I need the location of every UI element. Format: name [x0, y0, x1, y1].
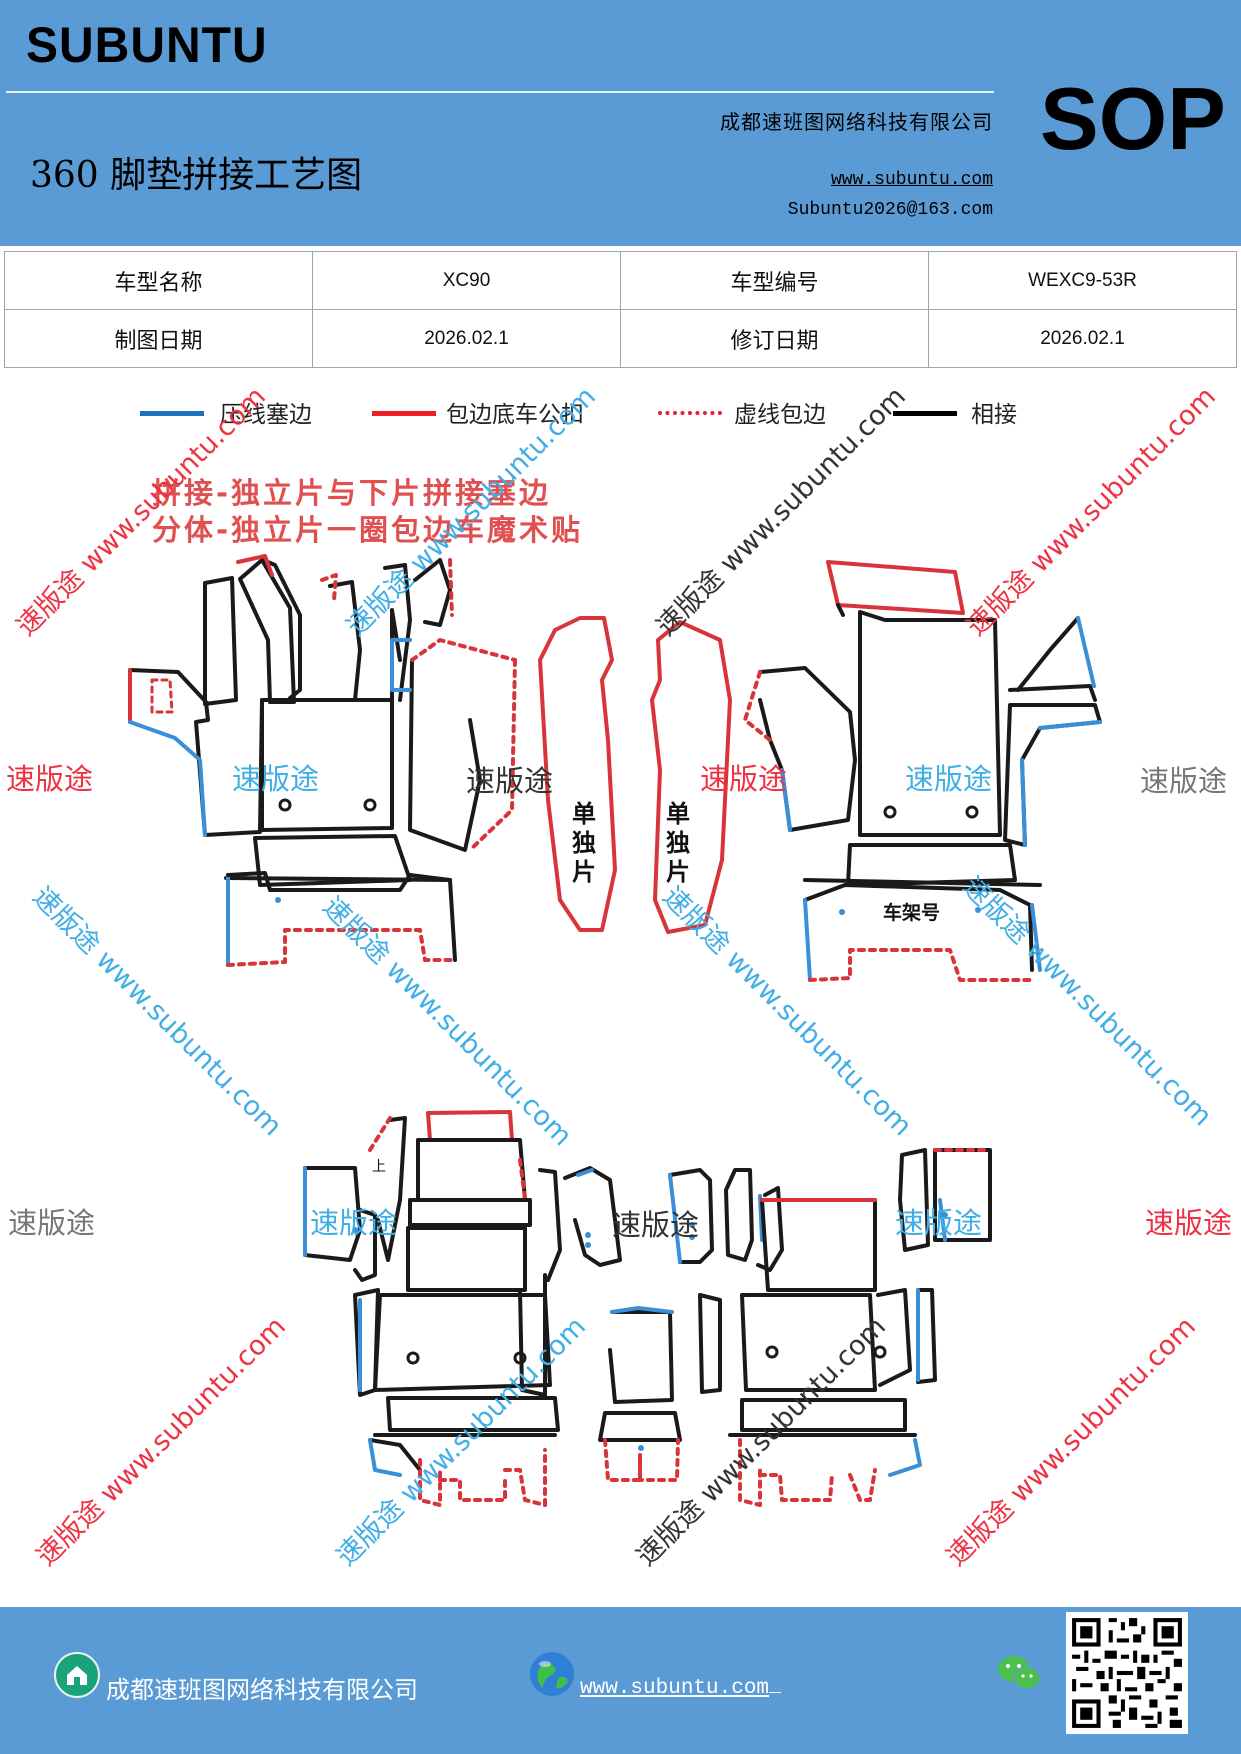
- top-mark-label: 上: [372, 1159, 386, 1175]
- legend-item-blue: 压线塞边: [140, 395, 340, 435]
- legend-label: 虚线包边: [734, 402, 826, 428]
- header-divider: [6, 91, 994, 93]
- home-icon: [54, 1652, 100, 1698]
- watermark-text: 速版途: [232, 762, 320, 796]
- qr-code-icon[interactable]: [1066, 1612, 1188, 1734]
- watermark-text: 速版途: [310, 1206, 398, 1240]
- drawing-date-value: 2026.02.1: [312, 309, 621, 368]
- watermark-text: 速版途: [1145, 1206, 1233, 1240]
- legend-swatch: [893, 411, 957, 416]
- single-piece-label-right: 单独片: [666, 800, 690, 886]
- legend-swatch: [658, 411, 722, 415]
- watermark-text: 速版途: [700, 762, 788, 796]
- legend-label: 相接: [971, 402, 1017, 428]
- sop-badge: SOP: [1040, 69, 1226, 168]
- revision-date-value: 2026.02.1: [928, 309, 1237, 368]
- left-front-mat-set: [128, 554, 517, 967]
- header-band: [0, 0, 1241, 246]
- watermark-text: 速版途: [8, 1206, 96, 1240]
- brand-logo: SUBUNTU: [26, 17, 268, 74]
- frame-number-label: 车架号: [883, 902, 941, 924]
- model-name-value: XC90: [312, 251, 621, 310]
- footer-website-text: www.subuntu.com: [580, 1677, 770, 1700]
- footer-website-link[interactable]: www.subuntu.com: [580, 1674, 782, 1700]
- single-piece-right: [650, 620, 732, 934]
- legend-item-red-dashed: 虚线包边: [658, 395, 858, 435]
- footer-company: 成都速班图网络科技有限公司: [106, 1676, 418, 1704]
- note-line-1: 拼接-独立片与下片拼接塞边: [152, 476, 552, 510]
- legend-label: 压线塞边: [220, 402, 312, 428]
- watermark-text: 速版途: [895, 1206, 983, 1240]
- legend-item-red: 包边底车公扣: [372, 395, 612, 435]
- header-company: 成都速班图网络科技有限公司: [720, 110, 993, 134]
- revision-date-label: 修订日期: [620, 309, 929, 368]
- legend-swatch: [140, 411, 204, 416]
- note-line-2: 分体-独立片一圈包边车魔术贴: [152, 513, 584, 547]
- drawing-date-label: 制图日期: [4, 309, 313, 368]
- model-name-label: 车型名称: [4, 251, 313, 310]
- wechat-icon[interactable]: [995, 1652, 1043, 1694]
- legend-label: 包边底车公扣: [446, 402, 584, 428]
- header-email[interactable]: Subuntu2026@163.com: [787, 200, 993, 220]
- qr-code-pattern: [1068, 1614, 1186, 1732]
- single-piece-label-left: 单独片: [572, 800, 596, 886]
- watermark-text: 速版途: [6, 762, 94, 796]
- model-code-label: 车型编号: [620, 251, 929, 310]
- watermark-text: 速版途: [466, 764, 554, 798]
- watermark-text: 速版途: [612, 1208, 700, 1242]
- watermark-text: 速版途: [905, 762, 993, 796]
- legend-swatch: [372, 411, 436, 416]
- underline-trail: [769, 1674, 782, 1693]
- info-table: 车型名称 XC90 车型编号 WEXC9-53R 制图日期 2026.02.1 …: [4, 251, 1237, 368]
- legend-item-black: 相接: [893, 395, 1053, 435]
- watermark-text: 速版途: [1140, 764, 1228, 798]
- document-title: 360 脚垫拼接工艺图: [30, 155, 363, 196]
- header-website-link[interactable]: www.subuntu.com: [830, 170, 993, 190]
- table-row: 车型名称 XC90 车型编号 WEXC9-53R: [4, 251, 1237, 310]
- globe-icon: [530, 1652, 574, 1696]
- model-code-value: WEXC9-53R: [928, 251, 1237, 310]
- table-row: 制图日期 2026.02.1 修订日期 2026.02.1: [4, 309, 1237, 368]
- rear-mat-set: [303, 1110, 992, 1507]
- single-piece-left: [538, 616, 617, 932]
- right-front-mat-set: [743, 560, 1102, 982]
